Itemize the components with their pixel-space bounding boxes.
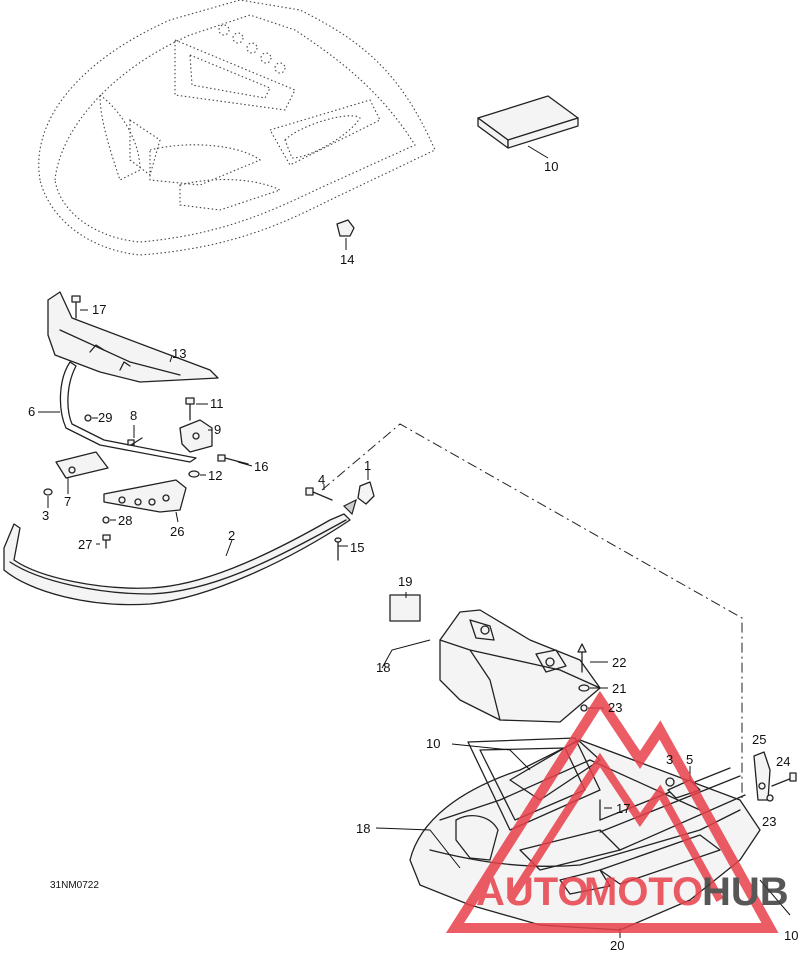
bolt-24 bbox=[771, 772, 797, 787]
callout-labels: 10 14 17 13 6 11 29 8 9 16 12 1 4 7 3 28… bbox=[28, 159, 798, 953]
callout-10-bottom: 10 bbox=[784, 928, 798, 943]
watermark-hub: HUB bbox=[702, 870, 789, 914]
bracket-26 bbox=[103, 479, 187, 523]
callout-24: 24 bbox=[776, 754, 790, 769]
rivet-15 bbox=[334, 537, 348, 561]
callout-19: 19 bbox=[398, 574, 412, 589]
leader-10-bottom bbox=[759, 879, 791, 916]
fastener-22 bbox=[577, 643, 608, 673]
bracket-25 bbox=[753, 751, 771, 801]
callout-1: 1 bbox=[364, 458, 371, 473]
callout-28: 28 bbox=[118, 513, 132, 528]
callout-6: 6 bbox=[28, 404, 35, 419]
nut-12 bbox=[188, 470, 206, 478]
hood-clip bbox=[336, 219, 355, 250]
clip-1 bbox=[342, 470, 375, 516]
air-intake-18 bbox=[439, 609, 601, 723]
bracket-9 bbox=[179, 419, 213, 453]
callout-11: 11 bbox=[210, 396, 224, 411]
bolt-4 bbox=[305, 484, 333, 501]
bolt-16 bbox=[217, 454, 253, 467]
watermark-auto: AUTO bbox=[476, 870, 589, 914]
callout-2: 2 bbox=[228, 528, 235, 543]
watermark-moto: MOTO bbox=[584, 870, 703, 914]
watermark-triangle bbox=[445, 690, 779, 933]
nut-29 bbox=[84, 414, 98, 422]
bolt-8 bbox=[127, 425, 143, 446]
front-bar-6 bbox=[38, 361, 197, 463]
callout-10-top: 10 bbox=[544, 159, 558, 174]
callout-4: 4 bbox=[318, 472, 325, 487]
callout-21: 21 bbox=[612, 681, 626, 696]
callout-18-bottom: 18 bbox=[356, 821, 370, 836]
callout-23-mid: 23 bbox=[608, 700, 622, 715]
callout-10-mid: 10 bbox=[426, 736, 440, 751]
fastener-17-lower bbox=[599, 799, 612, 821]
callout-22: 22 bbox=[612, 655, 626, 670]
nut-28 bbox=[102, 516, 116, 524]
callout-23-right: 23 bbox=[762, 814, 776, 829]
callout-8: 8 bbox=[130, 408, 137, 423]
automotohub-watermark: AUTO MOTO HUB bbox=[445, 690, 789, 933]
connection-line bbox=[321, 423, 743, 798]
hood-outline bbox=[38, 0, 436, 256]
leader-18-bottom bbox=[375, 827, 461, 869]
callout-13: 13 bbox=[172, 346, 186, 361]
callout-9: 9 bbox=[214, 422, 221, 437]
front-bumper-2 bbox=[3, 513, 351, 606]
bolt-27 bbox=[96, 534, 111, 549]
plate-7 bbox=[55, 451, 109, 494]
callout-17-lower: 17 bbox=[616, 801, 630, 816]
callout-26: 26 bbox=[170, 524, 184, 539]
leader-18-top bbox=[381, 639, 431, 669]
callout-25: 25 bbox=[752, 732, 766, 747]
callout-15: 15 bbox=[350, 540, 364, 555]
washer-3-right bbox=[665, 777, 675, 787]
callout-18-top: 18 bbox=[376, 660, 390, 675]
callout-3-right: 3 bbox=[666, 752, 673, 767]
upper-bracket-13 bbox=[47, 291, 219, 383]
callout-12: 12 bbox=[208, 468, 222, 483]
washer-21 bbox=[578, 684, 608, 692]
callout-27: 27 bbox=[78, 537, 92, 552]
callout-17-top: 17 bbox=[92, 302, 106, 317]
foam-pad-top bbox=[477, 95, 579, 159]
bolt-17-top bbox=[71, 295, 88, 319]
bolt-11 bbox=[185, 397, 208, 421]
callout-20: 20 bbox=[610, 938, 624, 953]
callout-16: 16 bbox=[254, 459, 268, 474]
callout-29: 29 bbox=[98, 410, 112, 425]
callout-14: 14 bbox=[340, 252, 354, 267]
callout-7: 7 bbox=[64, 494, 71, 509]
leader-10-mid bbox=[451, 743, 531, 771]
callout-3-left: 3 bbox=[42, 508, 49, 523]
reference-code: 31NM0722 bbox=[50, 880, 99, 891]
label-19 bbox=[389, 594, 421, 622]
callout-5: 5 bbox=[686, 752, 693, 767]
nut-23-right bbox=[766, 794, 774, 802]
washer-3-left bbox=[43, 488, 53, 508]
